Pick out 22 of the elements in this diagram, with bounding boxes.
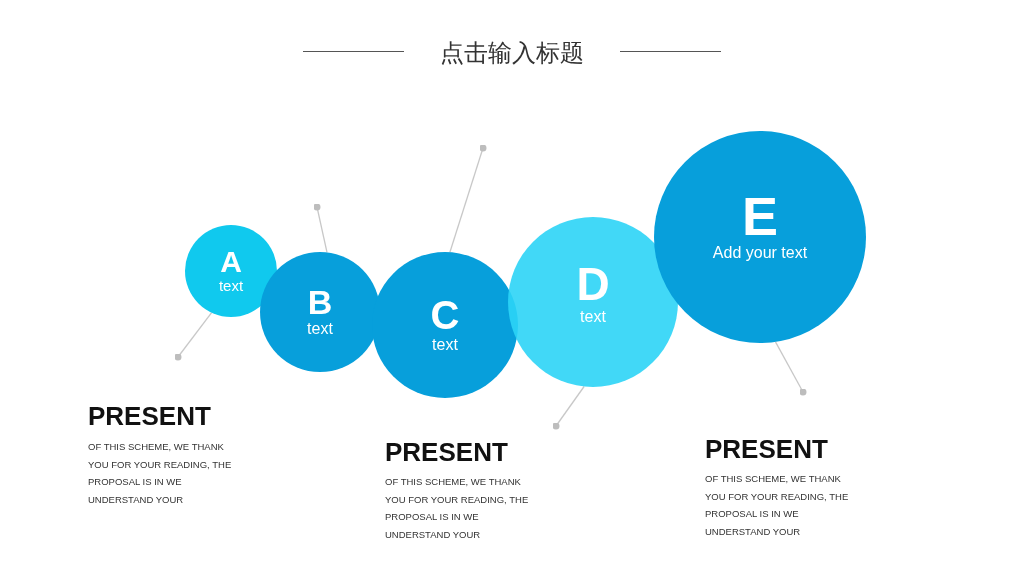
leader-line bbox=[552, 385, 585, 430]
section-heading: PRESENT bbox=[705, 434, 828, 464]
body-text: OF THIS SCHEME, WE THANK YOU FOR YOUR READING, THE PROPOSAL IS IN WE UNDERSTAND YOUR bbox=[88, 440, 233, 507]
leader-line bbox=[313, 203, 328, 254]
circle-caption: text bbox=[580, 307, 606, 327]
circle-caption: Add your text bbox=[712, 243, 808, 263]
circle-letter: A bbox=[220, 247, 242, 277]
circle-letter: B bbox=[307, 285, 333, 320]
body-text: OF THIS SCHEME, WE THANK YOU FOR YOUR READING, THE PROPOSAL IS IN WE UNDERSTAND YOUR bbox=[705, 472, 850, 539]
circle-letter: E bbox=[742, 189, 778, 244]
title: 点击输入标题 bbox=[439, 38, 585, 68]
circle-caption: text bbox=[307, 319, 333, 339]
leader-line bbox=[174, 312, 213, 361]
section-heading: PRESENT bbox=[385, 437, 508, 467]
section-heading: PRESENT bbox=[88, 401, 211, 431]
circle-caption: text bbox=[432, 335, 458, 355]
circle-letter: C bbox=[430, 295, 460, 336]
body-text: OF THIS SCHEME, WE THANK YOU FOR YOUR READING, THE PROPOSAL IS IN WE UNDERSTAND YOUR bbox=[385, 475, 530, 542]
leader-line bbox=[774, 341, 807, 396]
leader-line bbox=[449, 144, 487, 253]
circle-caption: text bbox=[218, 277, 244, 295]
circle-letter: D bbox=[576, 261, 610, 308]
